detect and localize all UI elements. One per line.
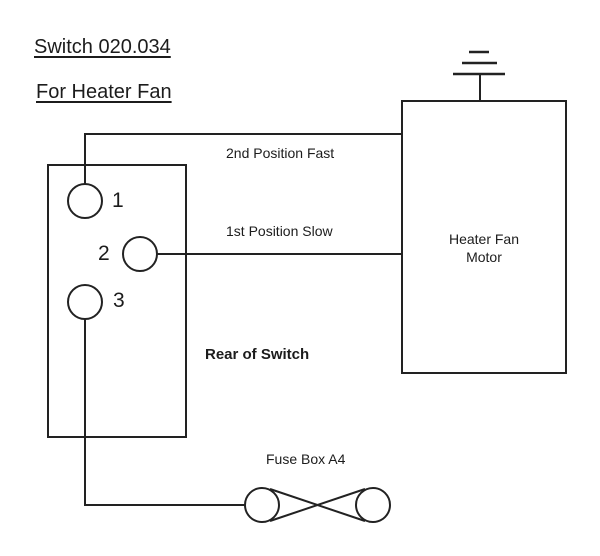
fuse-icon xyxy=(244,487,391,523)
wire-fast xyxy=(84,133,402,184)
fuse-label: Fuse Box A4 xyxy=(266,451,346,467)
motor-label-line2: Motor xyxy=(466,249,502,265)
pin-2-terminal xyxy=(122,236,158,272)
pin-1-label: 1 xyxy=(112,189,124,212)
motor-body xyxy=(401,100,567,374)
wire-slow-label: 1st Position Slow xyxy=(226,223,333,239)
switch-body xyxy=(47,164,187,438)
switch-label: Rear of Switch xyxy=(205,346,310,363)
pin-1-terminal xyxy=(67,183,103,219)
motor-label: Heater Fan Motor xyxy=(402,230,566,266)
diagram-subtitle: For Heater Fan xyxy=(36,81,172,103)
pin-2-label: 2 xyxy=(98,242,110,265)
wire-fuse xyxy=(84,319,245,506)
diagram-title: Switch 020.034 xyxy=(34,36,171,58)
pin-3-terminal xyxy=(67,284,103,320)
ground-icon xyxy=(453,50,505,101)
wire-fast-label: 2nd Position Fast xyxy=(226,145,335,161)
pin-3-label: 3 xyxy=(113,289,125,312)
motor-label-line1: Heater Fan xyxy=(448,231,520,247)
